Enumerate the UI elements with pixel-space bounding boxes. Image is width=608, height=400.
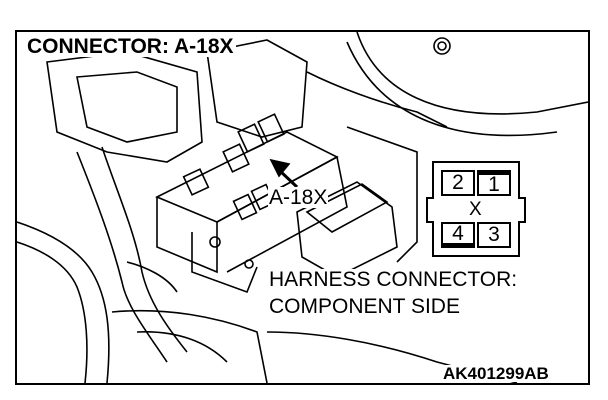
harness-label-line1: HARNESS CONNECTOR:: [267, 268, 520, 291]
relay-a: [237, 123, 265, 153]
right-lower-panel: [266, 331, 518, 383]
relay-c: [222, 143, 250, 173]
reservoir-rim: [346, 41, 558, 137]
lower-bracket: [191, 232, 258, 294]
bolt-head: [209, 236, 221, 248]
bracket-outline: [206, 39, 308, 138]
harness-label-line2: COMPONENT SIDE: [267, 295, 462, 318]
pinout-center-mark: X: [469, 199, 482, 220]
pinout-outline: [426, 161, 526, 257]
relay-box-outline: [46, 51, 203, 163]
connector-housing-top: [305, 183, 389, 233]
relay-d: [182, 168, 210, 196]
hose-left-2: [17, 241, 88, 383]
relay-e: [232, 193, 258, 221]
diagram-frame: CONNECTOR: A-18X A-18X 2 1 4 3 X HARNESS…: [15, 30, 590, 385]
diagram-title: CONNECTOR: A-18X: [25, 35, 236, 58]
harness-bundle-left: [76, 151, 168, 363]
cap-outline: [433, 37, 451, 55]
reservoir-outline: [356, 32, 588, 115]
engine-bay-illustration: [17, 32, 588, 383]
relay-block-front: [156, 197, 218, 274]
connector-callout: A-18X: [268, 186, 329, 209]
hose-left: [17, 221, 110, 383]
lower-housing: [111, 309, 268, 383]
upper-body-line: [306, 71, 448, 128]
connector-housing: [296, 181, 398, 278]
figure-id: AK401299AB: [441, 364, 551, 383]
relay-box-detail: [76, 71, 178, 143]
cap-inner: [437, 41, 447, 51]
harness-bundle-left-3: [126, 261, 178, 293]
bolt-head-2: [244, 259, 254, 269]
pin-3: 3: [477, 222, 511, 248]
relay-b: [257, 113, 285, 143]
pin-4: 4: [441, 222, 475, 248]
pinout-frame: [426, 161, 526, 257]
lower-housing-2: [136, 330, 228, 363]
pin-2: 2: [441, 170, 475, 196]
pin-1: 1: [477, 170, 511, 196]
harness-bundle-left-2: [101, 146, 188, 353]
callout-arrowhead: [269, 158, 291, 178]
right-panel: [346, 126, 418, 263]
connector-pinout: 2 1 4 3 X: [425, 160, 527, 258]
